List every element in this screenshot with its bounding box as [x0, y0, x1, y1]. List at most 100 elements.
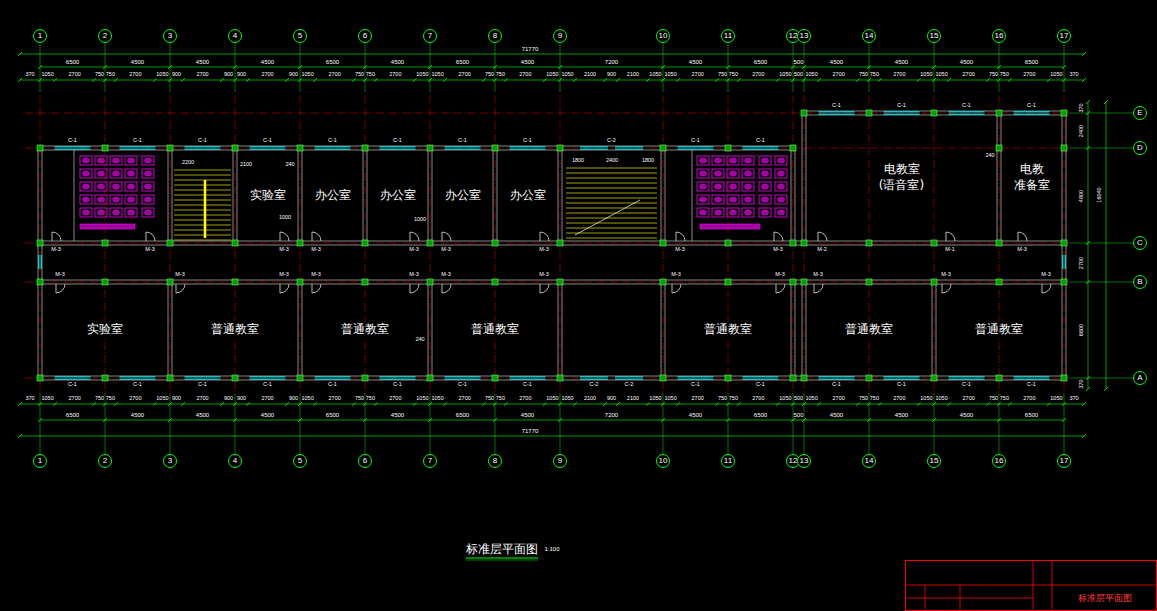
toilet-fixture — [727, 156, 739, 165]
dimension-tick — [153, 402, 157, 406]
window-line — [819, 378, 855, 379]
axis-label: 5 — [298, 32, 302, 40]
detail-dimension: 750 — [366, 72, 375, 78]
detail-dimension: 750 — [859, 396, 868, 402]
stair-tread — [566, 208, 657, 209]
wall-line — [791, 282, 792, 378]
dimension-tick — [168, 78, 172, 82]
detail-dimension: 1050 — [431, 72, 443, 78]
window-tag: C-1 — [962, 103, 971, 109]
window-line — [884, 113, 920, 114]
bay-dimension: 500 — [793, 59, 803, 65]
column — [866, 279, 872, 285]
toilet-bowl — [113, 158, 120, 163]
interior-dimension: 1800 — [642, 158, 654, 164]
column — [557, 240, 563, 246]
wall-line — [42, 148, 43, 378]
axis-label: 8 — [493, 32, 497, 40]
window-line — [580, 376, 608, 377]
window-line — [819, 111, 855, 112]
toilet-fixture — [775, 156, 787, 165]
extension-line — [1070, 243, 1133, 244]
bay-dimension: 6500 — [456, 412, 469, 418]
axis-line — [25, 148, 1070, 149]
detail-dimension: 2700 — [196, 72, 208, 78]
wall-line — [40, 280, 1064, 281]
detail-dimension: 2700 — [963, 72, 975, 78]
column — [996, 110, 1002, 116]
dimension-line — [40, 67, 1064, 68]
door-tag: M-3 — [175, 272, 184, 278]
dimension-tick — [246, 402, 250, 406]
door-swing — [312, 284, 321, 293]
toilet-bowl — [145, 210, 152, 215]
column — [427, 240, 433, 246]
dimension-tick — [38, 78, 42, 82]
axis-bubble: 17 — [1057, 454, 1071, 468]
detail-dimension: 750 — [485, 72, 494, 78]
dimension-tick — [997, 402, 1001, 406]
door-tag: M-2 — [817, 247, 826, 253]
detail-dimension: 750 — [870, 72, 879, 78]
room: 办公室 — [302, 150, 363, 241]
window-line — [580, 149, 608, 150]
extension-line — [1070, 378, 1133, 379]
dimension-tick — [558, 418, 562, 422]
window-tag: C-1 — [263, 138, 272, 144]
toilet-bowl — [113, 197, 120, 202]
dimension-tick — [103, 65, 107, 69]
dimension-tick — [413, 78, 417, 82]
detail-dimension: 900 — [607, 396, 616, 402]
toilet-bowl — [745, 171, 752, 176]
window-line — [678, 146, 714, 147]
dimension-tick — [1086, 280, 1090, 284]
extension-line — [560, 393, 561, 454]
toilet-fixture — [80, 156, 92, 165]
dimension-tick — [103, 402, 107, 406]
toilet-bowl — [113, 171, 120, 176]
room-name: 办公室 — [315, 188, 351, 204]
toilet-fixture — [759, 156, 771, 165]
title-block-rule — [960, 585, 961, 611]
dimension-tick — [917, 402, 921, 406]
window-line — [55, 379, 91, 380]
toilet-fixture — [697, 208, 709, 217]
side-dimension: 370 — [1079, 103, 1085, 112]
toilet-bowl — [715, 197, 722, 202]
window-line — [1014, 113, 1050, 114]
detail-dimension: 1050 — [920, 396, 932, 402]
detail-dimension: 2700 — [1023, 72, 1035, 78]
toilet-bowl — [98, 184, 105, 189]
bay-dimension: 4500 — [391, 59, 404, 65]
window-line — [315, 146, 351, 147]
door-tag: M-3 — [1041, 272, 1050, 278]
window-line — [445, 146, 481, 147]
detail-dimension: 2700 — [1023, 396, 1035, 402]
window-tag: C-1 — [458, 382, 467, 388]
dimension-tick — [1082, 434, 1086, 438]
wall-line — [661, 282, 662, 378]
window-line — [580, 378, 608, 379]
toilet-fixture — [80, 208, 92, 217]
wall-line — [791, 148, 792, 243]
stair-tread — [566, 238, 657, 239]
extension-line — [300, 393, 301, 454]
column — [725, 145, 731, 151]
detail-dimension: 2700 — [261, 72, 273, 78]
dimension-tick — [363, 78, 367, 82]
dimension-tick — [543, 78, 547, 82]
window-line — [445, 379, 481, 380]
wall-line — [558, 148, 559, 243]
dimension-tick — [867, 418, 871, 422]
toilet-bowl — [83, 197, 90, 202]
bay-dimension: 4500 — [689, 412, 702, 418]
axis-label: 11 — [724, 32, 732, 40]
column — [790, 375, 796, 381]
room-name: 办公室 — [380, 188, 416, 204]
dimension-tick — [661, 78, 665, 82]
room: 普通教室 — [302, 284, 428, 376]
detail-dimension: 2700 — [196, 396, 208, 402]
extension-line — [430, 393, 431, 454]
toilet-bowl — [745, 210, 752, 215]
bay-dimension: 4500 — [521, 412, 534, 418]
